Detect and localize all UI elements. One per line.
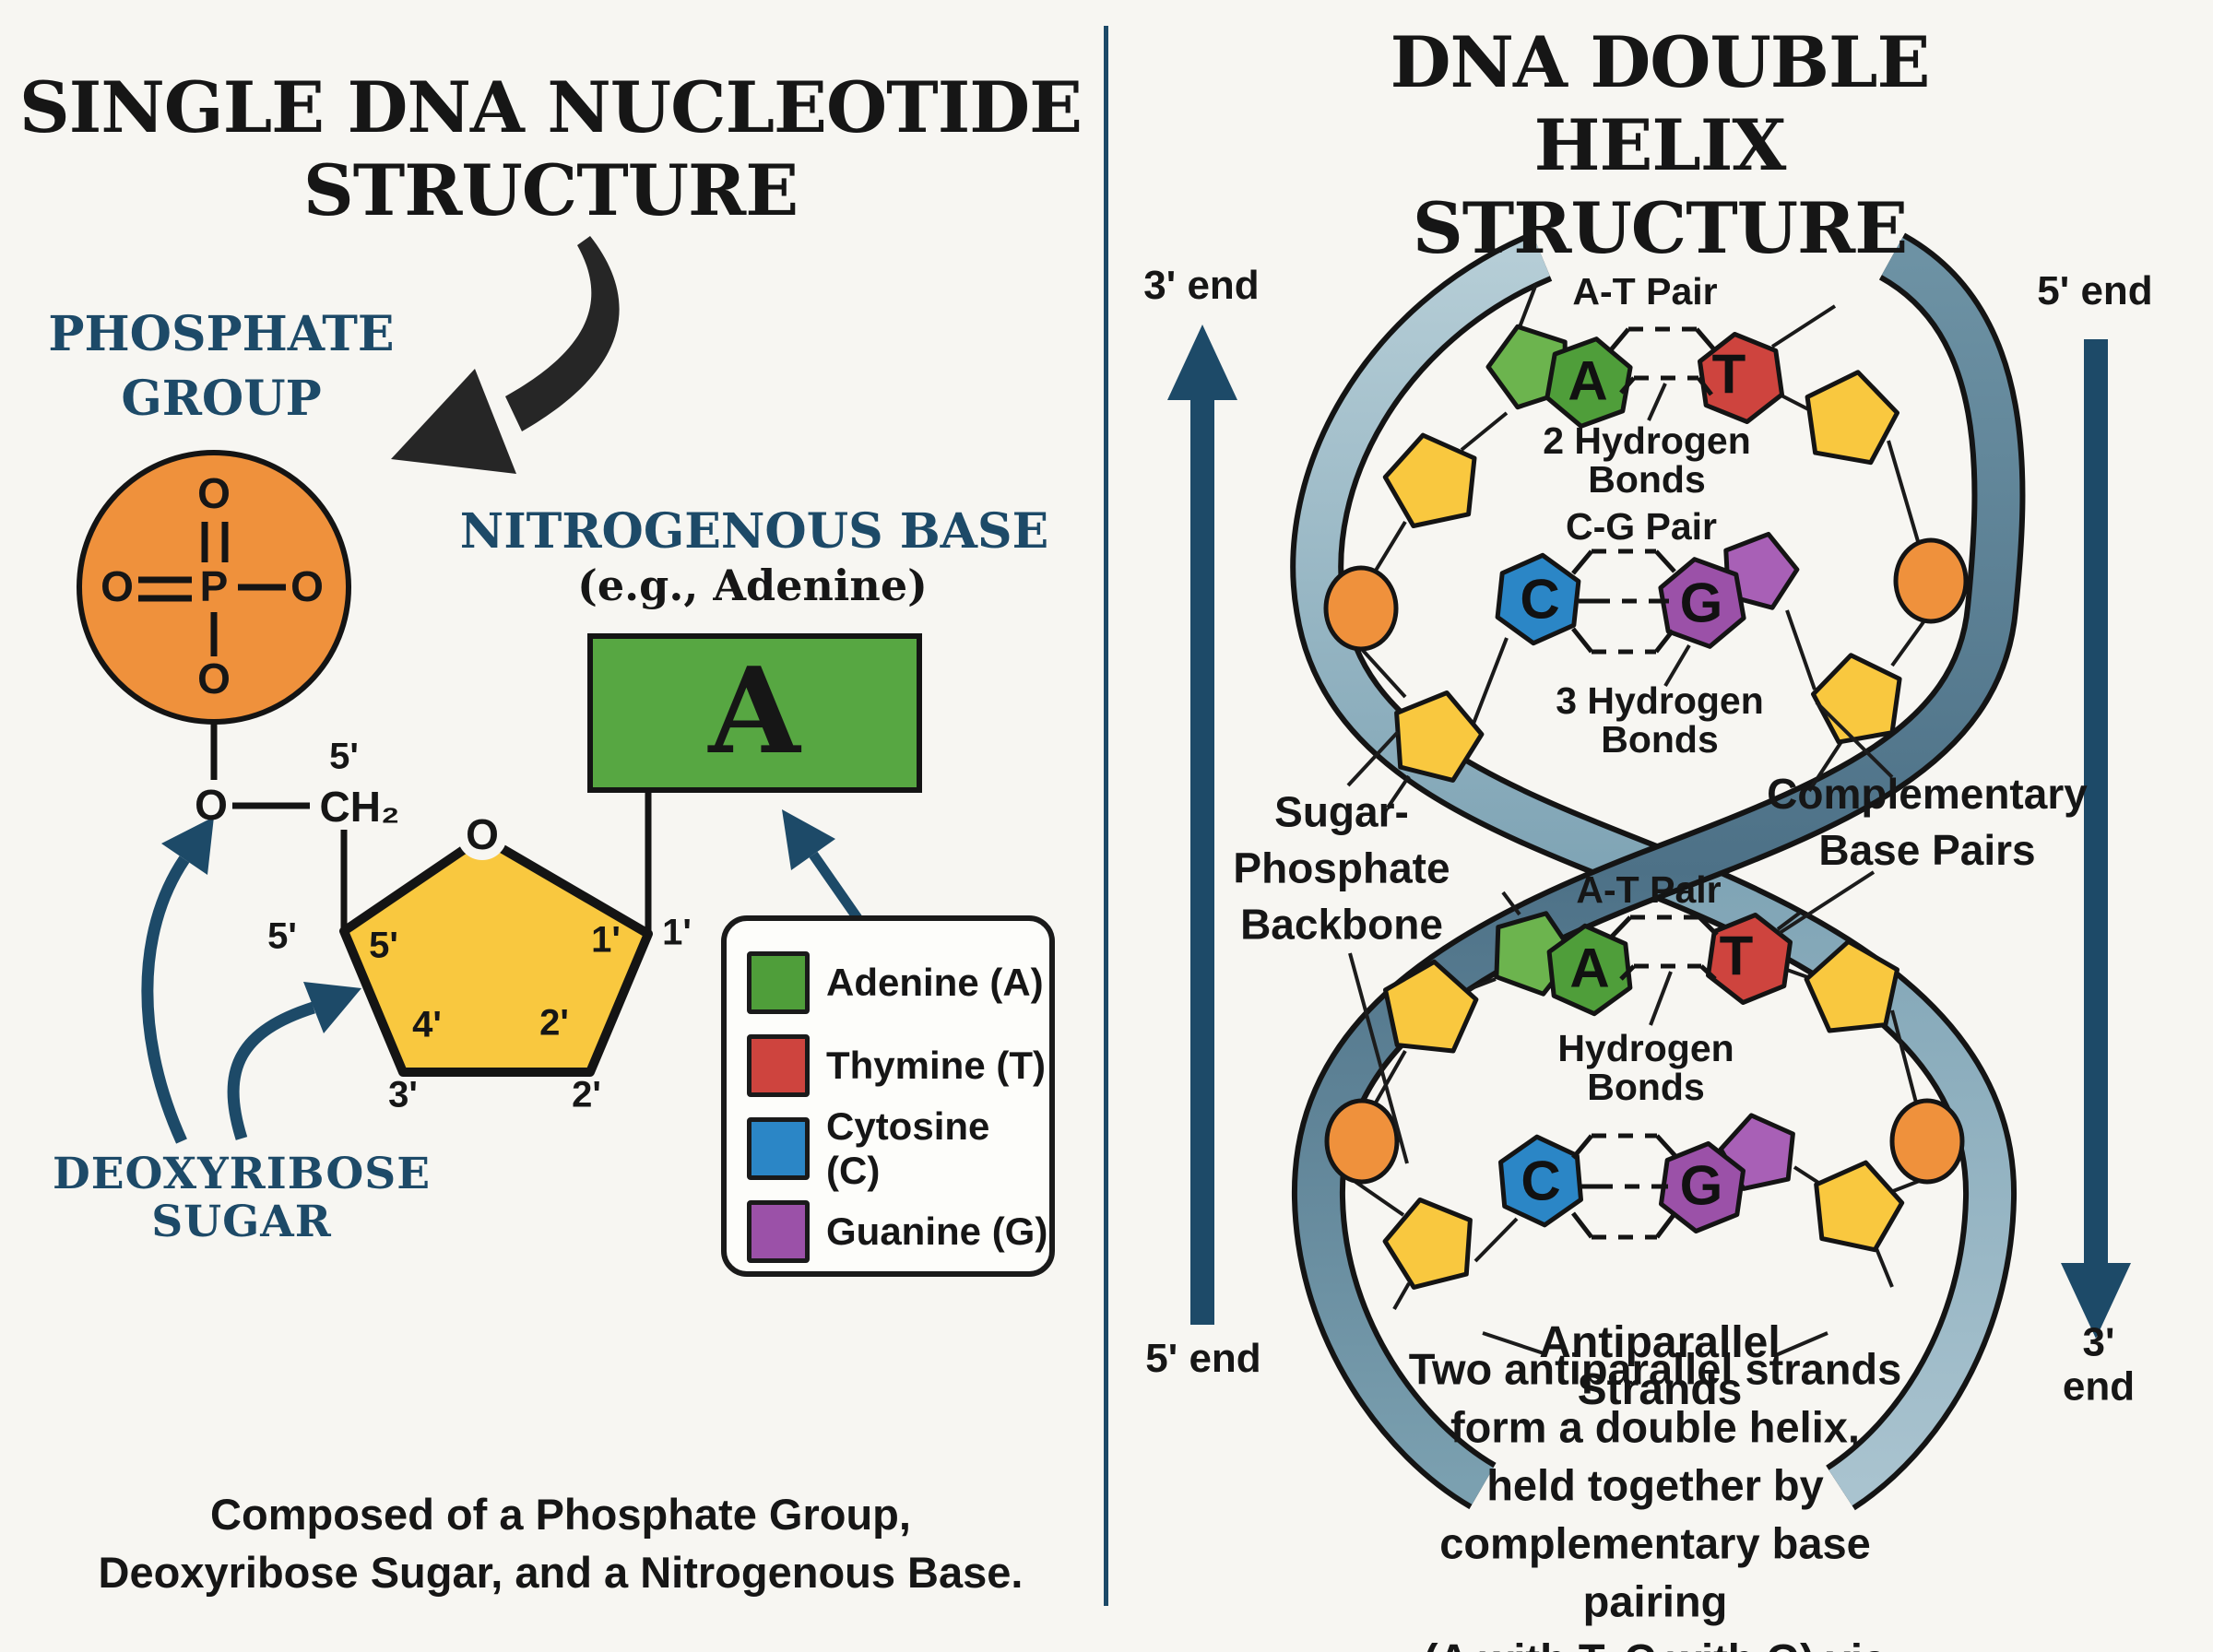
left-title: SINGLE DNA NUCLEOTIDE STRUCTURE: [18, 66, 1083, 231]
legend-label: Thymine (T): [826, 1044, 1046, 1087]
at-pair-top-label: A-T Pair: [1572, 270, 1718, 313]
guanine-hexagon-bottom: [1659, 1141, 1746, 1233]
adenine-swatch: [747, 951, 810, 1014]
helix-sugar-pentagons: [1382, 370, 1905, 1290]
thymine-swatch: [747, 1034, 810, 1097]
ring-oxygen: O: [466, 810, 499, 859]
hydrogen-bonds: [1571, 326, 1719, 1240]
cg-pair-label: C-G Pair: [1565, 505, 1718, 548]
end-label-3-bottom: 3' end: [2062, 1319, 2136, 1409]
two-hydrogen-bonds-label: 2 Hydrogen Bonds: [1543, 419, 1751, 501]
atom-o-ester: O: [195, 781, 228, 830]
atom-p: P: [199, 562, 229, 611]
atom-o-left: O: [101, 562, 134, 611]
prime-4-inner: 4': [412, 1004, 442, 1045]
end-label-3-top: 3' end: [1143, 263, 1260, 309]
left-caption: Composed of a Phosphate Group, Deoxyribo…: [98, 1490, 1024, 1597]
helix-strand-dark: [1291, 232, 2026, 1510]
atom-o-top: O: [197, 469, 231, 518]
direction-arrow-up: [1167, 324, 1237, 1325]
base-letter-g-top: G: [1679, 572, 1723, 634]
prime-5-outer: 5': [267, 915, 297, 957]
end-label-5-top: 5' end: [2037, 268, 2153, 314]
legend-pointer-arrow: [782, 809, 862, 922]
thymine-hexagon-top: [1698, 332, 1784, 424]
direction-arrow-down: [2061, 339, 2131, 1339]
chain-links: [1354, 283, 1927, 1310]
at-pair-bottom-label: A-T Pair: [1576, 868, 1722, 911]
nitrogenous-base-box: [587, 633, 922, 793]
deoxyribose-arrow-long: [141, 817, 214, 1144]
right-caption: Two antiparallel strands form a double h…: [1408, 1344, 1902, 1652]
cytosine-swatch: [747, 1117, 810, 1180]
adenine-box-letter: A: [708, 642, 800, 781]
chemical-bonds: [138, 522, 652, 933]
end-label-5-bottom: 5' end: [1145, 1336, 1261, 1382]
ring-oxygen-gap: [457, 810, 507, 860]
guanine-swatch: [747, 1200, 810, 1263]
base-color-legend: Adenine (A) Thymine (T) Cytosine (C) Gua…: [721, 915, 1055, 1277]
prime-3-outer: 3': [388, 1074, 418, 1115]
legend-label: Guanine (G): [826, 1210, 1048, 1253]
prime-1-inner: 1': [591, 919, 621, 961]
prime-2-outer: 2': [572, 1074, 601, 1115]
deoxyribose-pentagon: [339, 832, 653, 1077]
guanine-pentagon-top: [1723, 531, 1800, 610]
adenine-hexagon-bottom: [1546, 923, 1633, 1017]
complementary-label: Complementary Base Pairs: [1767, 770, 2088, 874]
prime-5-inner: 5': [369, 925, 398, 966]
adenine-hexagon-top: [1544, 336, 1633, 429]
legend-row-adenine: Adenine (A): [747, 941, 1049, 1024]
helix-phosphate-circles: [1323, 537, 1969, 1185]
hydrogen-bonds-label: Hydrogen Bonds: [1557, 1027, 1734, 1108]
atom-o-bottom: O: [197, 655, 231, 703]
base-letter-a-bottom: A: [1569, 937, 1610, 999]
base-letter-g-bottom: G: [1679, 1154, 1723, 1217]
panel-divider: [1104, 26, 1108, 1606]
base-letter-t-bottom: T: [1719, 925, 1754, 987]
legend-row-thymine: Thymine (T): [747, 1024, 1049, 1107]
curved-black-arrow: [391, 236, 620, 474]
helix-bases: [1485, 324, 1800, 1233]
phosphate-circle: [77, 450, 351, 725]
legend-label: Cytosine (C): [826, 1104, 990, 1192]
base-letter-t-top: T: [1711, 343, 1746, 406]
base-letter-c-bottom: C: [1521, 1150, 1561, 1212]
callout-lines: [1346, 383, 1894, 1357]
right-title: DNA DOUBLE HELIX STRUCTURE: [1390, 21, 1931, 269]
guanine-hexagon-top: [1658, 557, 1746, 649]
atom-ch2: CH₂: [319, 783, 400, 832]
nitrogenous-base-example: (e.g., Adenine): [577, 560, 928, 611]
base-letter-c-top: C: [1520, 568, 1560, 631]
legend-row-guanine: Guanine (G): [747, 1190, 1049, 1273]
backbone-label: Sugar- Phosphate Backbone: [1233, 787, 1450, 949]
atom-o-right: O: [290, 562, 324, 611]
legend-row-cytosine: Cytosine (C): [747, 1104, 1049, 1192]
three-hydrogen-bonds-label: 3 Hydrogen Bonds: [1556, 679, 1764, 761]
prime-1-outer: 1': [662, 912, 692, 953]
deoxyribose-arrow-short: [227, 982, 361, 1140]
prime-2-inner: 2': [539, 1002, 569, 1044]
legend-label: Adenine (A): [826, 961, 1044, 1004]
adenine-pentagon-top: [1485, 324, 1568, 410]
phosphate-group-label: PHOSPHATE GROUP: [48, 306, 395, 427]
antiparallel-label: Antiparallel Strands: [1539, 1318, 1781, 1414]
nitrogenous-base-label: NITROGENOUS BASE: [459, 502, 1049, 560]
base-letter-a-top: A: [1568, 349, 1608, 412]
prime-5-ch2: 5': [329, 736, 359, 777]
deoxyribose-sugar-label: DEOXYRIBOSE SUGAR: [52, 1149, 432, 1247]
cytosine-hexagon-top: [1495, 552, 1581, 646]
